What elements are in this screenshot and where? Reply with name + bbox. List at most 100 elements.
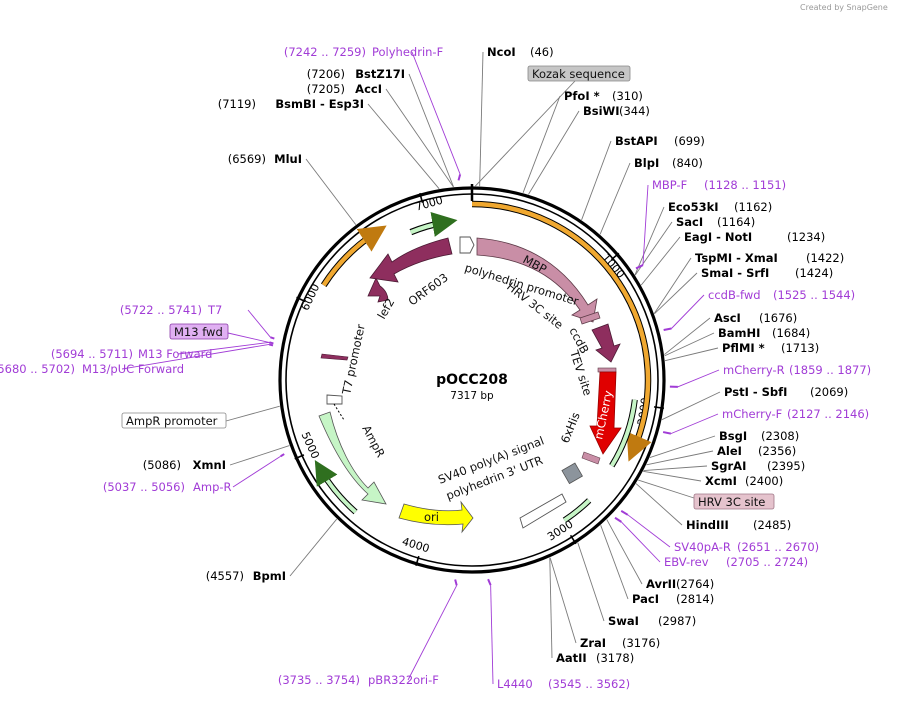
- hrv-lead: [638, 479, 695, 499]
- primer-name-7: L4440: [497, 677, 533, 691]
- enzyme-name-right-7: EagI - NotI: [684, 230, 752, 244]
- enzyme-lead-9: [654, 272, 698, 315]
- enzyme-name-right-15: AleI: [717, 444, 742, 458]
- enzyme-lead-3: [581, 140, 612, 221]
- orf603-arrow: [369, 237, 453, 283]
- primer-range-4: (2127 .. 2146): [787, 407, 869, 421]
- enzyme-lead-20: [600, 525, 629, 600]
- ccdb-arrow: [591, 323, 621, 363]
- enzyme-lead-13: [661, 391, 721, 421]
- enzyme-lead-18: [635, 483, 683, 526]
- hrv-box[interactable]: HRV 3C site: [693, 493, 775, 510]
- kozak-label: Kozak sequence: [532, 67, 625, 81]
- primer-mark-0: [457, 174, 462, 181]
- polyhedrin-utr-arrow: [519, 493, 567, 529]
- kozak-box[interactable]: Kozak sequence: [527, 65, 631, 82]
- tick-4000: [415, 555, 420, 566]
- enzyme-name-right-13: PstI - SbfI: [724, 385, 787, 399]
- primer-mark-7: [487, 578, 492, 586]
- enzyme-lead-left-5: [289, 518, 338, 577]
- primer-range-8: (3735 .. 3754): [278, 673, 360, 687]
- enzyme-lead-8: [653, 257, 692, 314]
- tick-label-3000: 3000: [545, 518, 576, 544]
- enzyme-name-right-2: BsiWI: [583, 104, 620, 118]
- orange-arc-left: [321, 225, 387, 287]
- primer-range-9: (5037 .. 5056): [103, 480, 185, 494]
- enzyme-name-right-20: PacI: [632, 592, 659, 606]
- enzyme-name-right-18: HindIII: [686, 518, 729, 532]
- tev-site-label: TEV site: [567, 348, 595, 398]
- t7-promoter-mark: [320, 353, 349, 361]
- enzyme-pos-right-18: (2485): [753, 518, 791, 532]
- enzyme-name-left-2: BsmBI - Esp3I: [275, 97, 364, 111]
- enzyme-name-right-0: NcoI: [487, 45, 516, 59]
- ampr-promoter-box[interactable]: AmpR promoter: [121, 412, 227, 429]
- enzyme-pos-right-19: (2764): [676, 577, 714, 591]
- enzyme-name-right-8: TspMI - XmaI: [695, 251, 778, 265]
- polyhedrin-promoter-arrow: [459, 236, 475, 254]
- enzyme-pos-left-5: (4557): [206, 569, 244, 583]
- primer-range-12: (5680 .. 5702): [0, 362, 75, 376]
- lef2-label: lef2: [374, 296, 397, 322]
- m13fwd-label: M13 fwd: [174, 325, 223, 339]
- enzyme-lead-left-3: [305, 158, 357, 225]
- primer-lead-12: [121, 343, 270, 370]
- plasmid-size: 7317 bp: [450, 390, 494, 402]
- enzyme-name-right-22: ZraI: [580, 636, 606, 650]
- enzyme-pos-right-4: (840): [672, 156, 703, 170]
- enzyme-pos-right-2: (344): [619, 104, 650, 118]
- primer-range-3: (1859 .. 1877): [789, 363, 871, 377]
- primer-name-2: ccdB-fwd: [708, 288, 761, 302]
- enzyme-name-right-21: SwaI: [608, 614, 639, 628]
- tev-site-mark: [597, 367, 617, 373]
- enzyme-pos-right-13: (2069): [810, 385, 848, 399]
- enzyme-name-right-3: BstAPI: [615, 134, 658, 148]
- enzyme-name-right-19: AvrII: [646, 577, 676, 591]
- primer-lead-0: [411, 51, 461, 175]
- primer-range-7: (3545 .. 3562): [548, 677, 630, 691]
- kozak-lead: [475, 80, 576, 187]
- ampr-promoter-arrow: [326, 394, 343, 405]
- enzyme-pos-right-14: (2308): [761, 429, 799, 443]
- enzyme-name-left-5: BpmI: [253, 569, 286, 583]
- enzyme-pos-left-3: (6569): [228, 152, 266, 166]
- enzyme-lead-5: [634, 206, 665, 276]
- primer-lead-6: [621, 521, 661, 563]
- primer-mark-12: [268, 343, 274, 347]
- primer-range-1: (1128 .. 1151): [704, 178, 786, 192]
- enzyme-pos-right-8: (1422): [806, 251, 844, 265]
- ori-label: ori: [424, 510, 439, 524]
- primer-name-10: T7: [207, 303, 222, 317]
- primer-lead-9: [232, 455, 281, 488]
- enzyme-name-right-1: PfoI *: [564, 89, 600, 103]
- primer-range-5: (2651 .. 2670): [737, 540, 819, 554]
- primer-lead-4: [670, 413, 719, 435]
- ori-arrow: [398, 500, 474, 534]
- enzyme-name-right-11: BamHI: [718, 326, 760, 340]
- enzyme-pos-left-0: (7206): [307, 67, 345, 81]
- enzyme-name-right-12: PflMI *: [722, 341, 765, 355]
- enzyme-pos-right-10: (1676): [759, 311, 797, 325]
- orf603-label: ORF603: [406, 270, 451, 308]
- primer-lead-7: [490, 585, 494, 685]
- enzyme-pos-right-15: (2356): [758, 444, 796, 458]
- tick-2000: [653, 406, 665, 410]
- enzyme-name-right-10: AscI: [714, 311, 741, 325]
- enzyme-lead-left-1: [385, 88, 454, 188]
- ampr-arrow: [318, 411, 387, 505]
- primer-range-0: (7242 .. 7259): [284, 45, 366, 59]
- enzyme-pos-right-3: (699): [674, 134, 705, 148]
- enzyme-name-right-17: XcmI: [705, 474, 737, 488]
- primer-range-10: (5722 .. 5741): [120, 303, 202, 317]
- enzyme-lead-21: [577, 542, 605, 622]
- primer-mark-6: [614, 516, 622, 523]
- hrv-label: HRV 3C site: [698, 495, 765, 509]
- tick-6000: [296, 296, 306, 303]
- enzyme-lead-1: [522, 95, 561, 193]
- m13fwd-box[interactable]: M13 fwd: [169, 323, 229, 340]
- enzyme-pos-right-5: (1162): [734, 200, 772, 214]
- enzyme-pos-right-22: (3176): [622, 636, 660, 650]
- enzyme-pos-right-20: (2814): [676, 592, 714, 606]
- sixhis-label: 6xHis: [558, 410, 583, 445]
